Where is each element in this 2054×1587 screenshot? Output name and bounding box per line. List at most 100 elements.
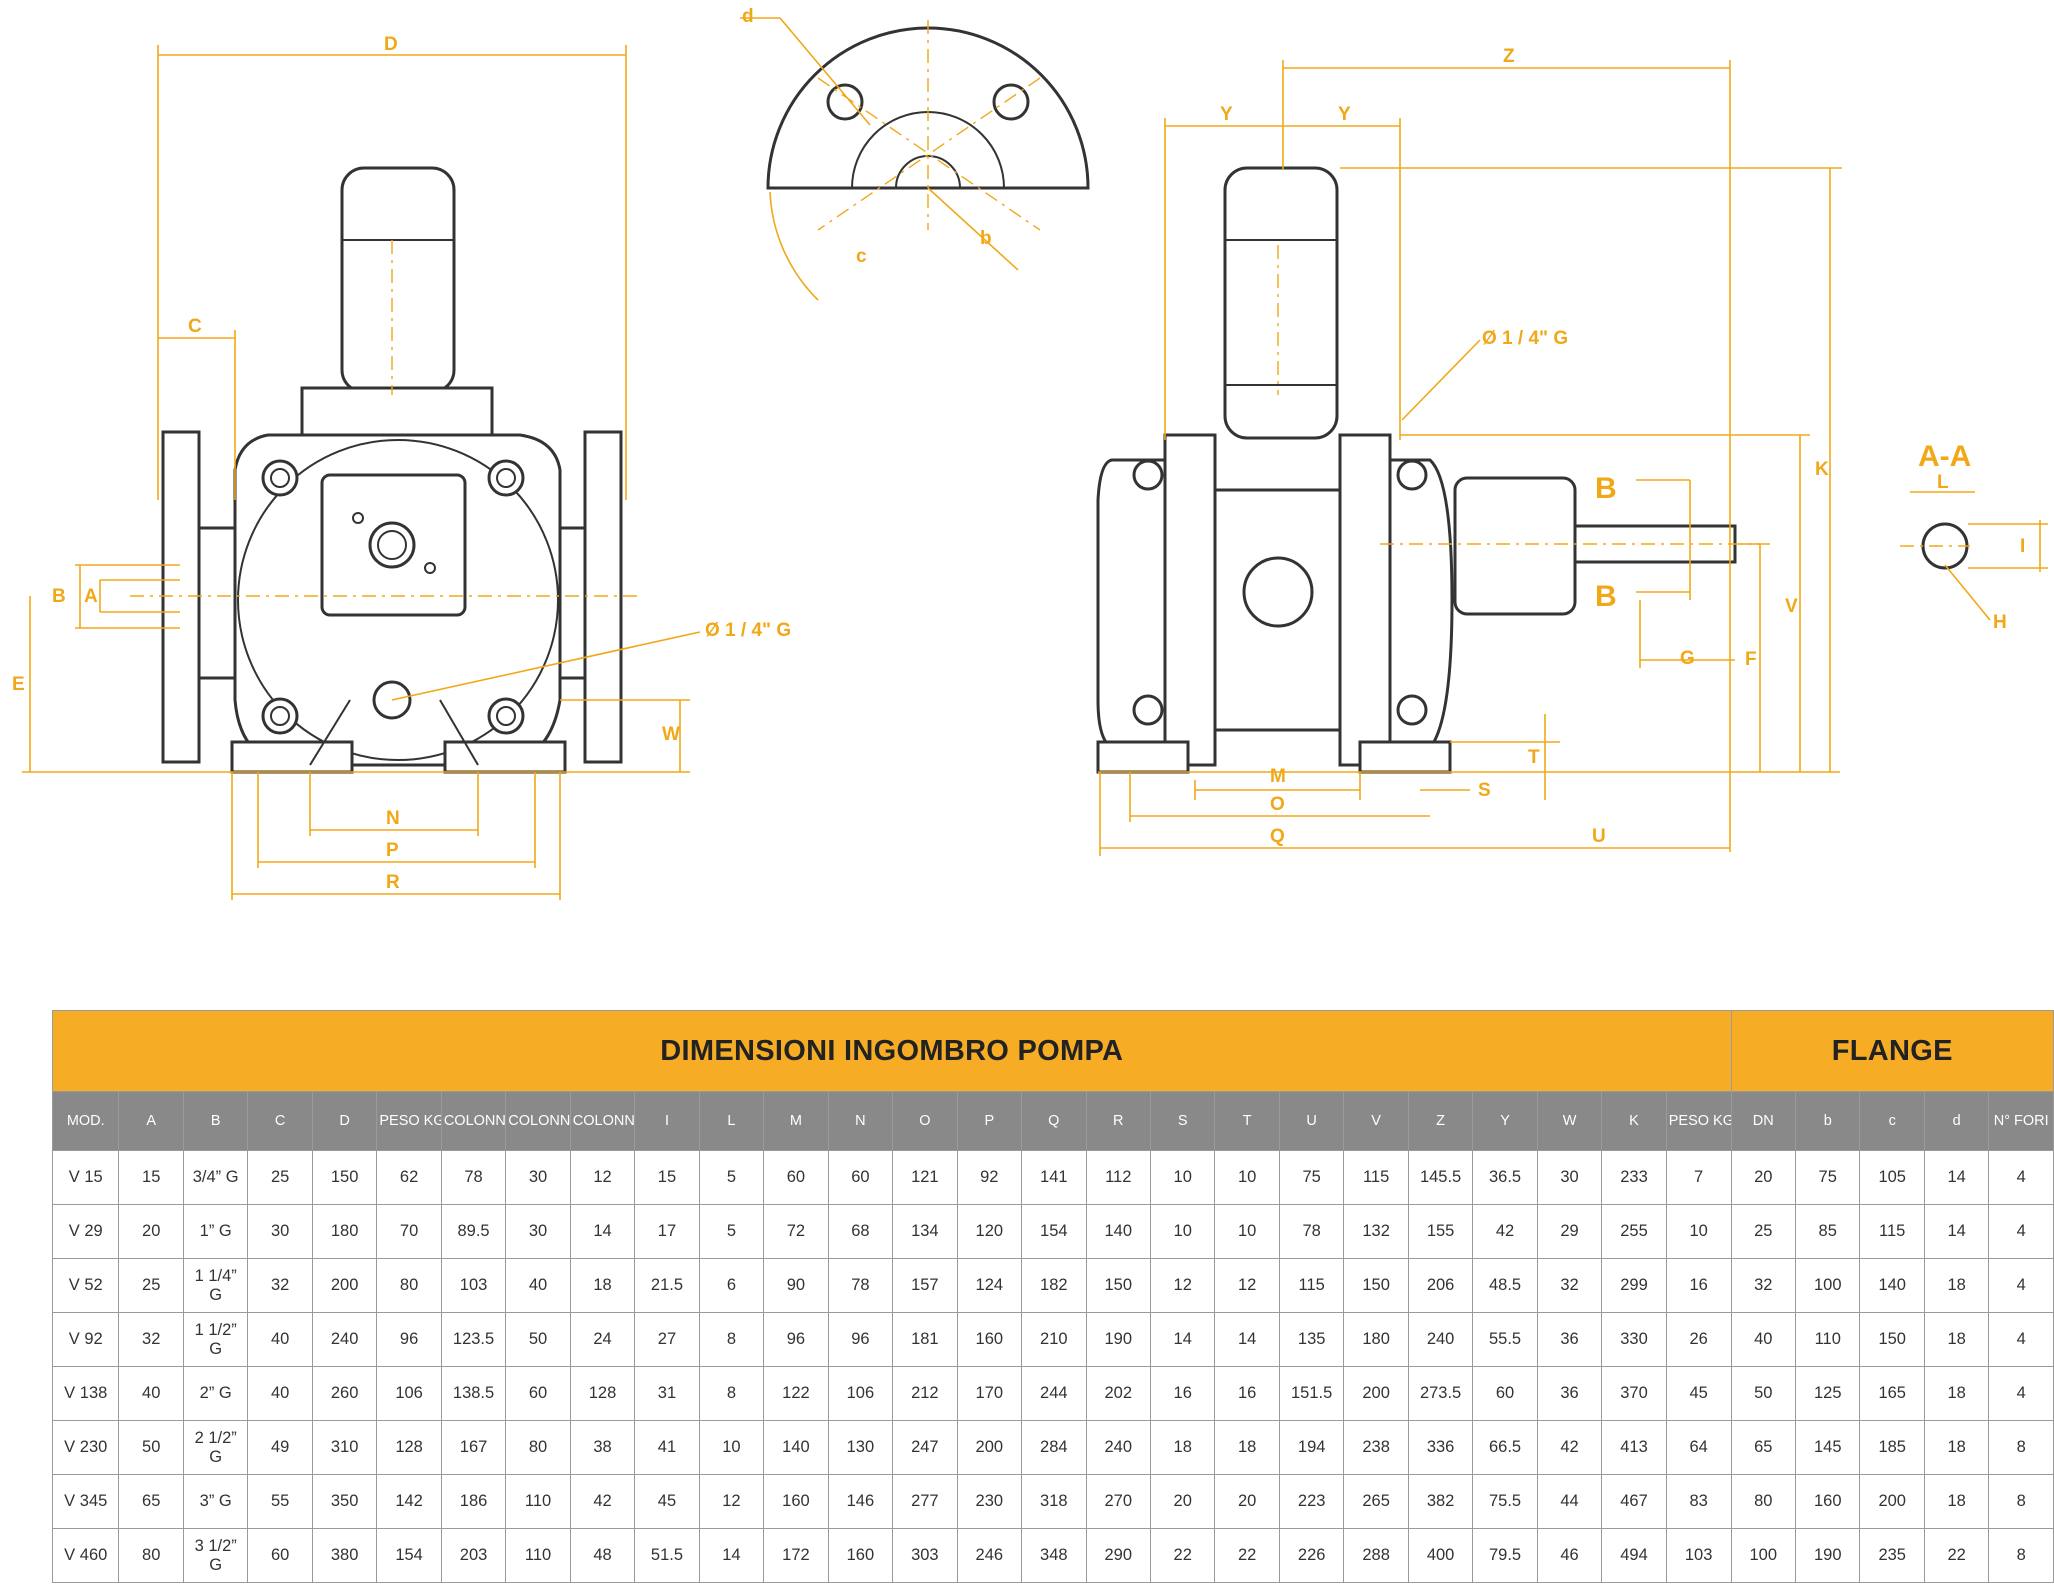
table-cell: 181 <box>892 1312 958 1367</box>
column-header: Q <box>1021 1091 1087 1151</box>
table-cell: 200 <box>1859 1474 1925 1529</box>
table-cell: 413 <box>1601 1420 1667 1475</box>
table-cell: 150 <box>1343 1258 1409 1313</box>
table-cell: 124 <box>956 1258 1023 1313</box>
table-cell: 20 <box>118 1204 184 1259</box>
table-cell: 92 <box>956 1150 1023 1205</box>
table-cell: 10 <box>1214 1150 1280 1205</box>
table-cell: 70 <box>376 1204 442 1259</box>
table-cell: 41 <box>634 1420 700 1475</box>
table-title: DIMENSIONI INGOMBRO POMPA <box>52 1010 1732 1092</box>
table-cell: 150 <box>311 1150 378 1205</box>
table-cell: 14 <box>698 1528 765 1583</box>
table-cell: 40 <box>1730 1312 1797 1367</box>
table-cell: 180 <box>311 1204 378 1259</box>
column-header: L <box>698 1091 765 1151</box>
label-I: I <box>2020 536 2025 557</box>
table-cell: 172 <box>763 1528 829 1583</box>
table-cell: 51.5 <box>634 1528 700 1583</box>
table-cell: 36 <box>1536 1312 1603 1367</box>
table-cell: 65 <box>118 1474 184 1529</box>
table-cell: 50 <box>118 1420 184 1475</box>
table-cell: 206 <box>1407 1258 1474 1313</box>
table-cell: 8 <box>1988 1474 2054 1529</box>
table-cell: 48 <box>569 1528 636 1583</box>
table-cell: 80 <box>505 1420 571 1475</box>
table-cell: 180 <box>1343 1312 1409 1367</box>
table-cell: 15 <box>118 1150 184 1205</box>
column-header: Z <box>1407 1091 1474 1151</box>
table-cell: 18 <box>1923 1312 1990 1367</box>
table-cell: 370 <box>1601 1366 1667 1421</box>
table-cell: 151.5 <box>1278 1366 1345 1421</box>
table-cell: 75 <box>1278 1150 1345 1205</box>
table-cell: 303 <box>892 1528 958 1583</box>
table-cell: 16 <box>1665 1258 1732 1313</box>
table-cell: 16 <box>1214 1366 1280 1421</box>
model-cell: V 29 <box>51 1204 120 1259</box>
table-cell: 62 <box>376 1150 442 1205</box>
flange-view: d c b <box>740 6 1090 301</box>
table-cell: 96 <box>376 1312 442 1367</box>
label-D: D <box>384 34 398 55</box>
table-cell: 255 <box>1601 1204 1667 1259</box>
table-cell: 140 <box>763 1420 829 1475</box>
table-cell: 14 <box>1214 1312 1280 1367</box>
table-cell: 330 <box>1601 1312 1667 1367</box>
label-E: E <box>12 674 25 695</box>
column-header: T <box>1214 1091 1280 1151</box>
label-W: W <box>662 724 680 745</box>
table-cell: 14 <box>1149 1312 1216 1367</box>
table-cell: 32 <box>247 1258 313 1313</box>
model-cell: V 460 <box>51 1528 120 1583</box>
label-T: T <box>1528 747 1540 768</box>
table-cell: 10 <box>1149 1150 1216 1205</box>
table-cell: 80 <box>118 1528 184 1583</box>
table-cell: 1 1/2” G <box>182 1312 249 1367</box>
table-cell: 83 <box>1665 1474 1732 1529</box>
table-cell: 3/4” G <box>182 1150 249 1205</box>
table-cell: 100 <box>1794 1258 1861 1313</box>
table-cell: 240 <box>1407 1312 1474 1367</box>
table-cell: 32 <box>1536 1258 1603 1313</box>
label-S: S <box>1478 780 1491 801</box>
table-cell: 18 <box>1923 1366 1990 1421</box>
table-cell: 42 <box>1472 1204 1538 1259</box>
column-header: C <box>247 1091 313 1151</box>
table-cell: 50 <box>1730 1366 1797 1421</box>
table-cell: 78 <box>827 1258 894 1313</box>
label-Y1: Y <box>1220 104 1233 125</box>
table-cell: 22 <box>1214 1528 1280 1583</box>
table-cell: 380 <box>311 1528 378 1583</box>
column-header: W <box>1536 1091 1603 1151</box>
table-cell: 336 <box>1407 1420 1474 1475</box>
table-cell: 200 <box>1343 1366 1409 1421</box>
table-cell: 30 <box>1536 1150 1603 1205</box>
section-mark-top: B <box>1595 472 1617 505</box>
table-cell: 15 <box>634 1150 700 1205</box>
table-cell: 110 <box>505 1474 571 1529</box>
table-cell: 8 <box>1988 1528 2054 1583</box>
table-cell: 160 <box>1794 1474 1861 1529</box>
column-header: PESO KG <box>376 1091 442 1151</box>
column-header: P <box>956 1091 1023 1151</box>
table-cell: 226 <box>1278 1528 1345 1583</box>
table-cell: 2” G <box>182 1366 249 1421</box>
table-cell: 20 <box>1149 1474 1216 1529</box>
front-view: D C B A E W N P R Ø 1 / 4" G <box>12 34 791 900</box>
model-cell: V 52 <box>51 1258 120 1313</box>
table-cell: 27 <box>634 1312 700 1367</box>
table-cell: 8 <box>1988 1420 2054 1475</box>
table-cell: 122 <box>763 1366 829 1421</box>
table-cell: 10 <box>1665 1204 1732 1259</box>
label-c: c <box>856 246 867 267</box>
table-cell: 12 <box>698 1474 765 1529</box>
table-cell: 55 <box>247 1474 313 1529</box>
table-cell: 66.5 <box>1472 1420 1538 1475</box>
table-cell: 165 <box>1859 1366 1925 1421</box>
table-cell: 42 <box>1536 1420 1603 1475</box>
table-cell: 182 <box>1021 1258 1087 1313</box>
